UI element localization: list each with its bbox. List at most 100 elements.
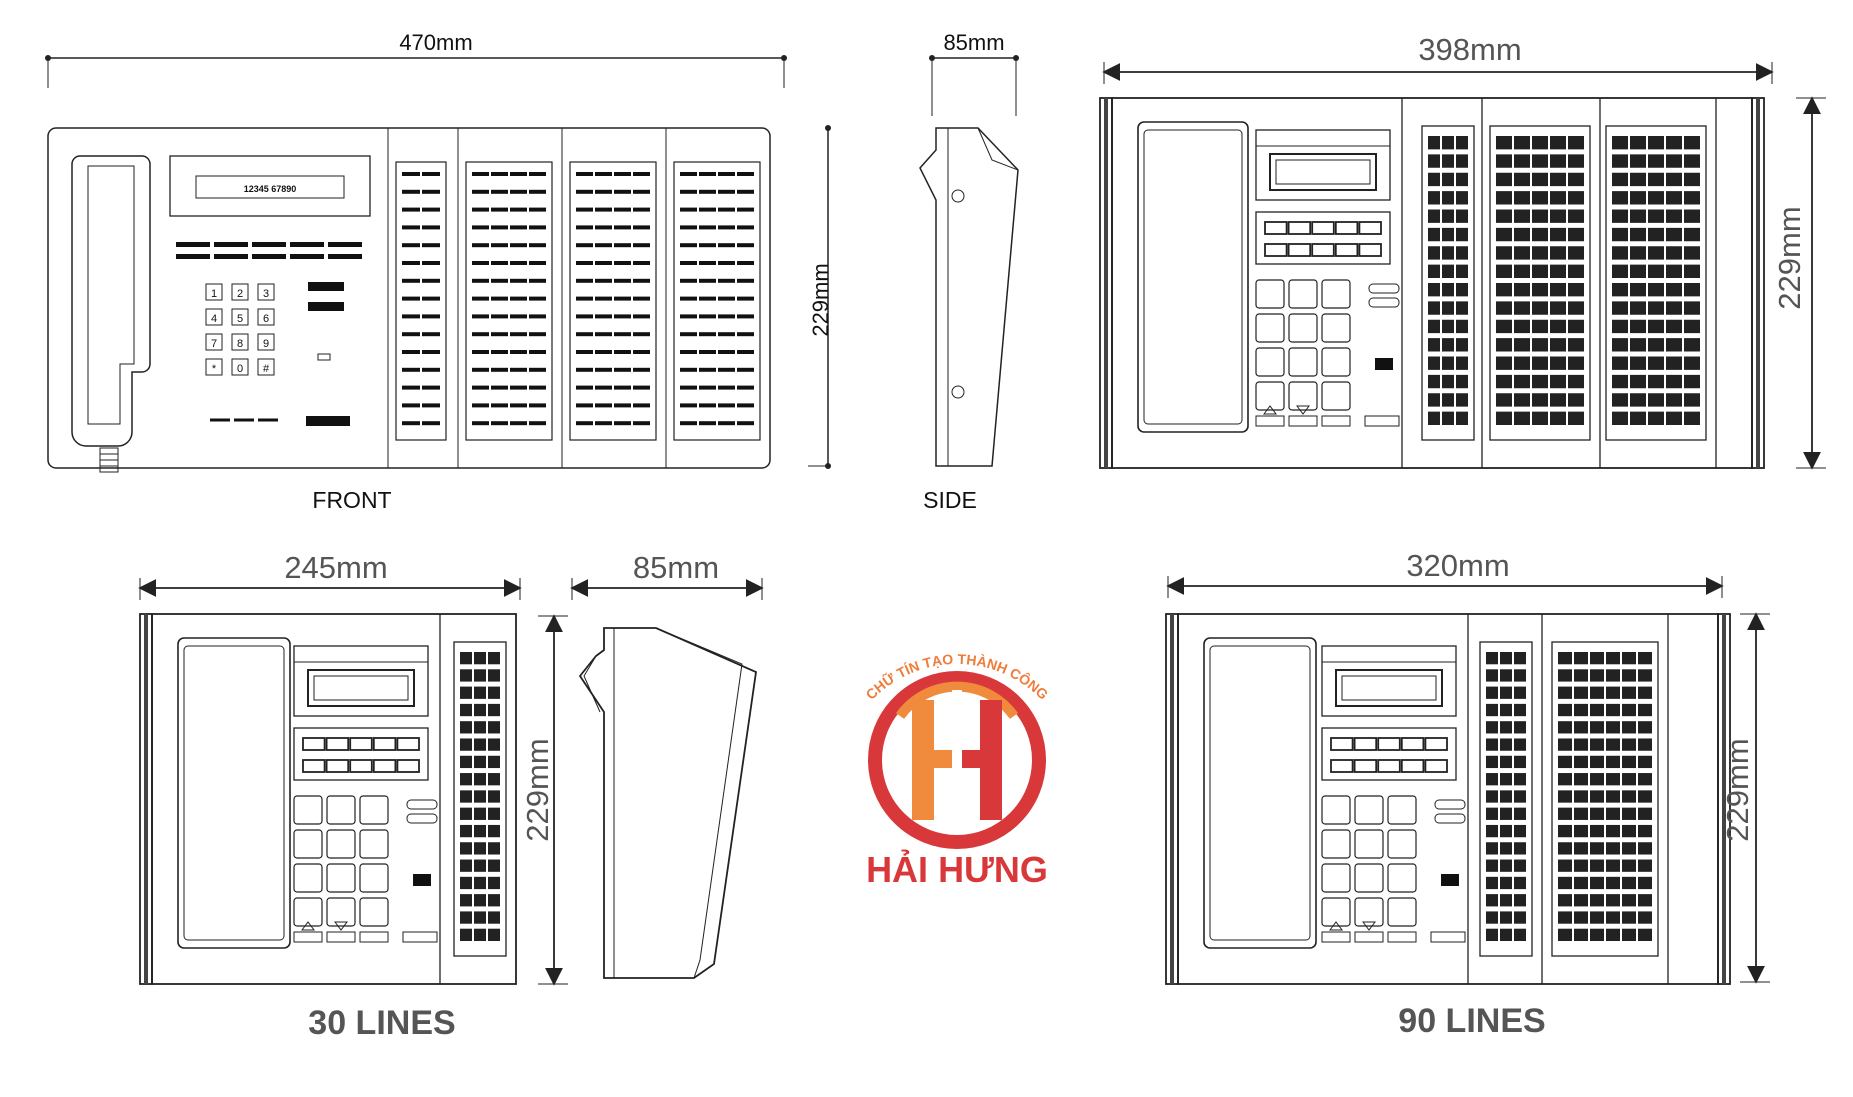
dss-key xyxy=(718,350,735,354)
dss-key xyxy=(1514,246,1530,260)
dss-key xyxy=(460,755,472,769)
function-key xyxy=(1334,243,1359,257)
dss-key xyxy=(1514,652,1526,665)
keypad-key-label: 2 xyxy=(237,288,243,300)
dss-key xyxy=(1606,652,1620,665)
keypad-key xyxy=(1387,897,1417,927)
dss-key xyxy=(614,189,631,194)
medium-width-label: 320mm xyxy=(1406,548,1509,583)
dss-key xyxy=(576,172,593,176)
dss-key xyxy=(488,652,500,665)
dss-key xyxy=(1428,246,1440,260)
keypad-key-label: 0 xyxy=(237,363,243,375)
dss-key xyxy=(488,876,500,890)
dss-key xyxy=(1638,842,1652,855)
dss-key xyxy=(633,385,650,390)
dss-key xyxy=(1568,356,1584,370)
dss-key xyxy=(1648,209,1664,223)
dss-key xyxy=(1684,338,1700,352)
dss-key xyxy=(1612,356,1628,370)
unit-398mm: 398mm 229mm xyxy=(1099,32,1826,470)
dss-key xyxy=(1568,301,1584,315)
dss-key xyxy=(1568,154,1584,168)
dss-key xyxy=(1496,356,1512,370)
dss-key xyxy=(1558,721,1572,734)
dss-key xyxy=(1684,209,1700,223)
dss-key xyxy=(1612,411,1628,425)
dss-key xyxy=(1574,652,1588,665)
handset-icon xyxy=(71,155,151,473)
dss-key xyxy=(1428,136,1440,150)
dss-key xyxy=(1666,264,1682,278)
dss-key xyxy=(1496,154,1512,168)
dss-key xyxy=(422,403,440,408)
up-arrow-icon xyxy=(1263,405,1277,415)
large-height-label: 229mm xyxy=(1772,206,1807,309)
keypad-key: * xyxy=(205,358,223,376)
function-key xyxy=(252,242,286,247)
dss-key xyxy=(1514,928,1526,941)
nav-key xyxy=(1354,931,1384,943)
function-key xyxy=(302,737,326,751)
dss-key xyxy=(1630,191,1646,205)
dss-key xyxy=(402,332,420,337)
unit-body xyxy=(1177,613,1719,985)
dss-key xyxy=(1568,393,1584,407)
dss-key xyxy=(633,367,650,372)
nav-key xyxy=(1387,931,1417,943)
front-height-label: 229mm xyxy=(808,263,833,336)
dss-key xyxy=(460,652,472,665)
dss-key xyxy=(1666,172,1682,187)
dss-key xyxy=(1638,669,1652,682)
dss-key xyxy=(491,172,508,176)
keypad-key: 2 xyxy=(231,283,249,301)
side-view: 85mm SIDE xyxy=(919,30,1019,513)
dss-key xyxy=(402,367,420,372)
keypad-key xyxy=(1288,381,1318,411)
dss-key xyxy=(633,421,650,426)
dss-key xyxy=(633,172,650,176)
dss-key xyxy=(1558,652,1572,665)
dss-key xyxy=(1514,842,1526,855)
dss-key xyxy=(1496,393,1512,407)
handset-icon xyxy=(1203,637,1317,949)
dss-key xyxy=(633,314,650,319)
keypad-key xyxy=(1354,795,1384,825)
side-depth-dimension: 85mm xyxy=(929,30,1019,116)
dss-key xyxy=(488,703,500,717)
dss-key xyxy=(1630,209,1646,223)
dss-key xyxy=(491,332,508,337)
dss-key xyxy=(1514,738,1526,751)
dss-key xyxy=(614,350,631,354)
dss-key xyxy=(1514,283,1530,297)
dss-key xyxy=(510,189,527,194)
keypad-key xyxy=(293,897,323,927)
dss-key xyxy=(1514,356,1530,370)
dss-key xyxy=(1666,154,1682,168)
dss-key xyxy=(1630,264,1646,278)
dss-key xyxy=(1532,393,1548,407)
dss-key xyxy=(474,721,486,734)
dss-key xyxy=(1532,136,1548,150)
keypad-key xyxy=(1321,279,1351,309)
keypad-key xyxy=(1255,347,1285,377)
dss-key xyxy=(402,261,420,265)
dss-key xyxy=(699,243,716,248)
dss-modules xyxy=(395,161,761,441)
dss-key xyxy=(1630,338,1646,352)
keypad-key xyxy=(1321,795,1351,825)
handset-icon xyxy=(1137,121,1249,433)
dss-key xyxy=(1496,246,1512,260)
function-key xyxy=(325,737,350,751)
dss-key xyxy=(1514,411,1530,425)
dss-key xyxy=(1456,246,1468,260)
dss-key xyxy=(595,189,612,194)
dss-key xyxy=(1456,172,1468,187)
keypad-key: 7 xyxy=(205,333,223,351)
lines-90-caption: 90 LINES xyxy=(1398,1002,1545,1040)
dss-key xyxy=(1684,246,1700,260)
dss-key xyxy=(595,225,612,230)
dss-key xyxy=(1648,411,1664,425)
dss-key xyxy=(422,421,440,426)
dss-key xyxy=(614,367,631,372)
